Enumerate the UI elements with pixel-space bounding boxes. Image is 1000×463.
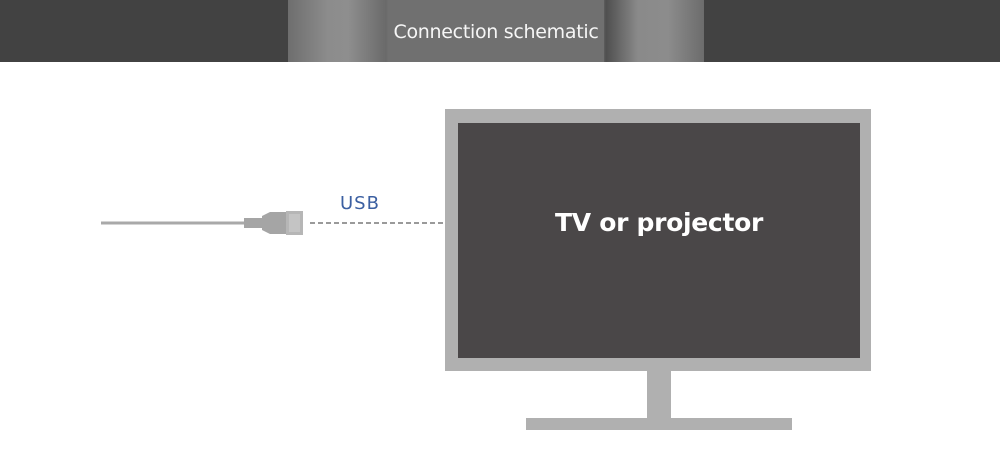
usb-label: USB bbox=[340, 193, 380, 214]
page-title: Connection schematic bbox=[388, 0, 604, 62]
device-label: TV or projector bbox=[554, 208, 763, 237]
monitor-base bbox=[526, 418, 792, 430]
monitor-icon bbox=[445, 109, 871, 430]
cable-boot bbox=[244, 212, 290, 234]
usb-plug-face bbox=[289, 214, 300, 232]
monitor-neck bbox=[647, 371, 671, 421]
monitor-screen bbox=[458, 123, 860, 358]
header-band: Connection schematic bbox=[0, 0, 1000, 62]
usb-cable-icon bbox=[101, 212, 290, 234]
usb-plug-icon bbox=[286, 211, 303, 235]
